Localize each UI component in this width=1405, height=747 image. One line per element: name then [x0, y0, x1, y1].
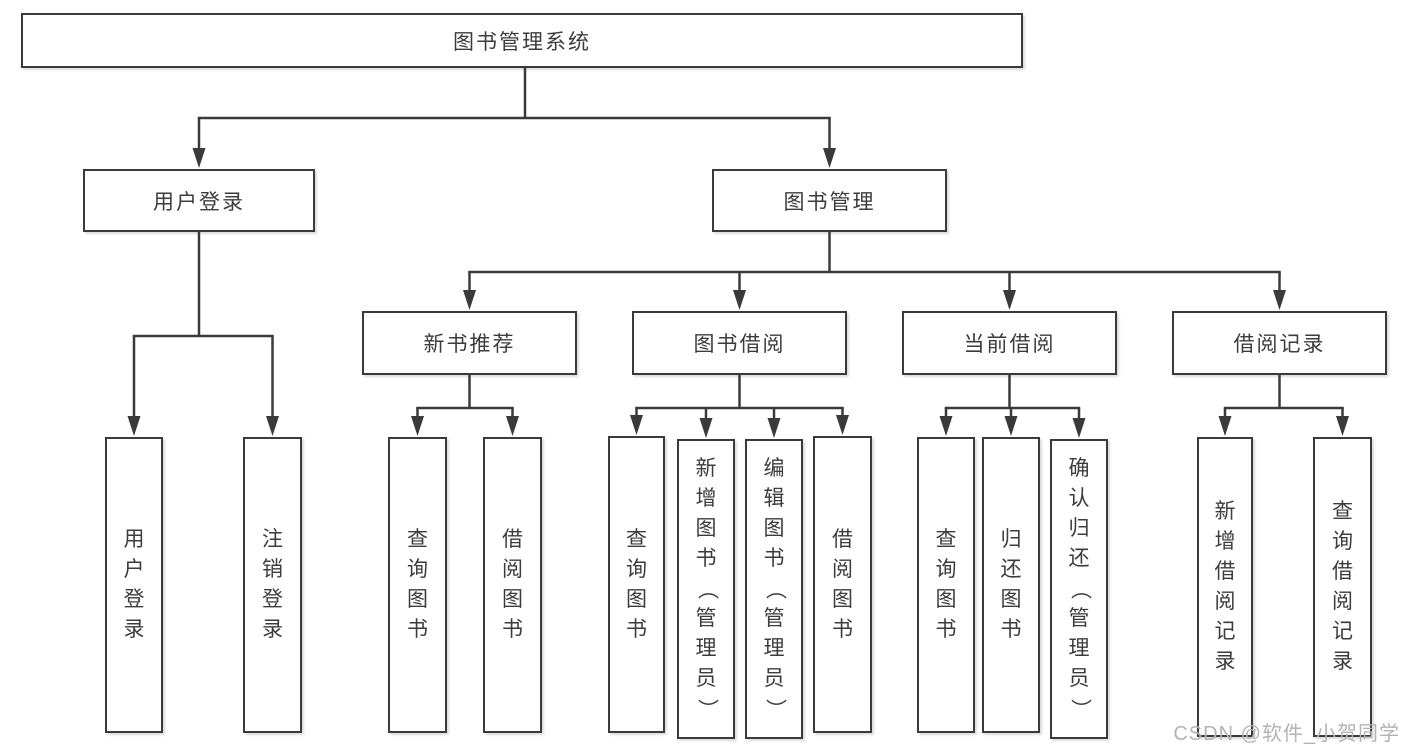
node-current-borrow: 当前借阅	[902, 311, 1117, 375]
arrowhead	[192, 148, 206, 168]
node-label: 查询借阅记录	[1332, 500, 1353, 673]
arrowhead	[266, 416, 279, 436]
node-label: 用户登录	[153, 190, 245, 214]
node-label: 归还图书	[1000, 528, 1022, 641]
connector-book-borrow	[630, 375, 849, 438]
arrowhead	[1273, 290, 1286, 310]
arrowhead	[939, 416, 953, 436]
node-label: 新增图书（管理员）	[695, 457, 718, 720]
node-label: 图书借阅	[693, 333, 786, 356]
node-leaf-add-record: 新增借阅记录	[1197, 437, 1253, 737]
node-leaf-edit-book: 编辑图书（管理员）	[745, 439, 803, 739]
node-leaf-confirm-return: 确认归还（管理员）	[1050, 439, 1108, 739]
node-leaf-query-record: 查询借阅记录	[1313, 437, 1372, 737]
arrowhead	[411, 416, 424, 436]
node-leaf-return-book: 归还图书	[982, 437, 1040, 733]
arrowhead	[1003, 290, 1016, 310]
node-label: 确认归还（管理员）	[1068, 457, 1091, 720]
arrowhead	[733, 290, 746, 310]
connector-user-login	[127, 232, 279, 436]
node-leaf-borrow-book-2: 借阅图书	[813, 436, 872, 733]
node-label: 编辑图书（管理员）	[763, 457, 786, 720]
node-label: 当前借阅	[963, 333, 1056, 356]
node-label: 注销登录	[262, 528, 283, 641]
arrowhead	[767, 418, 781, 438]
node-label: 用户登录	[123, 528, 145, 641]
node-user-login: 用户登录	[83, 169, 315, 232]
arrowhead	[836, 415, 849, 435]
node-label: 图书管理系统	[453, 30, 591, 54]
arrowhead	[1072, 418, 1086, 438]
node-label: 查询图书	[626, 527, 647, 641]
node-label: 借阅图书	[832, 527, 853, 641]
arrowhead	[127, 416, 141, 436]
connector-current-borrow	[939, 375, 1086, 438]
node-label: 查询图书	[935, 528, 957, 641]
node-leaf-add-book: 新增图书（管理员）	[677, 439, 735, 739]
arrowhead	[1336, 416, 1349, 436]
watermark: CSDN @软件_小贺同学	[1173, 723, 1400, 745]
node-label: 查询图书	[407, 528, 428, 641]
node-label: 新增借阅记录	[1214, 500, 1236, 673]
arrowhead	[506, 416, 519, 436]
node-leaf-query-book-2: 查询图书	[608, 436, 665, 733]
node-label: 借阅图书	[502, 528, 523, 641]
connector-book-mgmt	[463, 232, 1286, 310]
arrowhead	[1218, 416, 1232, 436]
node-new-book-rec: 新书推荐	[362, 311, 577, 375]
node-leaf-user-login: 用户登录	[105, 437, 163, 733]
node-leaf-borrow-book-1: 借阅图书	[483, 437, 542, 733]
node-leaf-query-book-1: 查询图书	[388, 437, 447, 733]
node-leaf-logout: 注销登录	[243, 437, 302, 733]
arrowhead	[463, 290, 476, 310]
node-book-borrow: 图书借阅	[632, 311, 847, 375]
connector-borrow-records	[1218, 375, 1349, 436]
node-book-mgmt: 图书管理	[712, 169, 947, 232]
node-label: 图书管理	[783, 190, 876, 214]
node-label: 借阅记录	[1233, 333, 1326, 356]
node-label: 新书推荐	[423, 333, 516, 356]
arrowhead	[630, 415, 643, 435]
connector-root	[192, 68, 836, 168]
arrowhead	[823, 148, 836, 168]
arrowhead	[699, 418, 713, 438]
node-root: 图书管理系统	[21, 13, 1023, 68]
connector-new-book-rec	[411, 375, 519, 436]
arrowhead	[1004, 416, 1018, 436]
node-leaf-query-book-3: 查询图书	[917, 437, 975, 733]
node-borrow-records: 借阅记录	[1172, 311, 1387, 375]
